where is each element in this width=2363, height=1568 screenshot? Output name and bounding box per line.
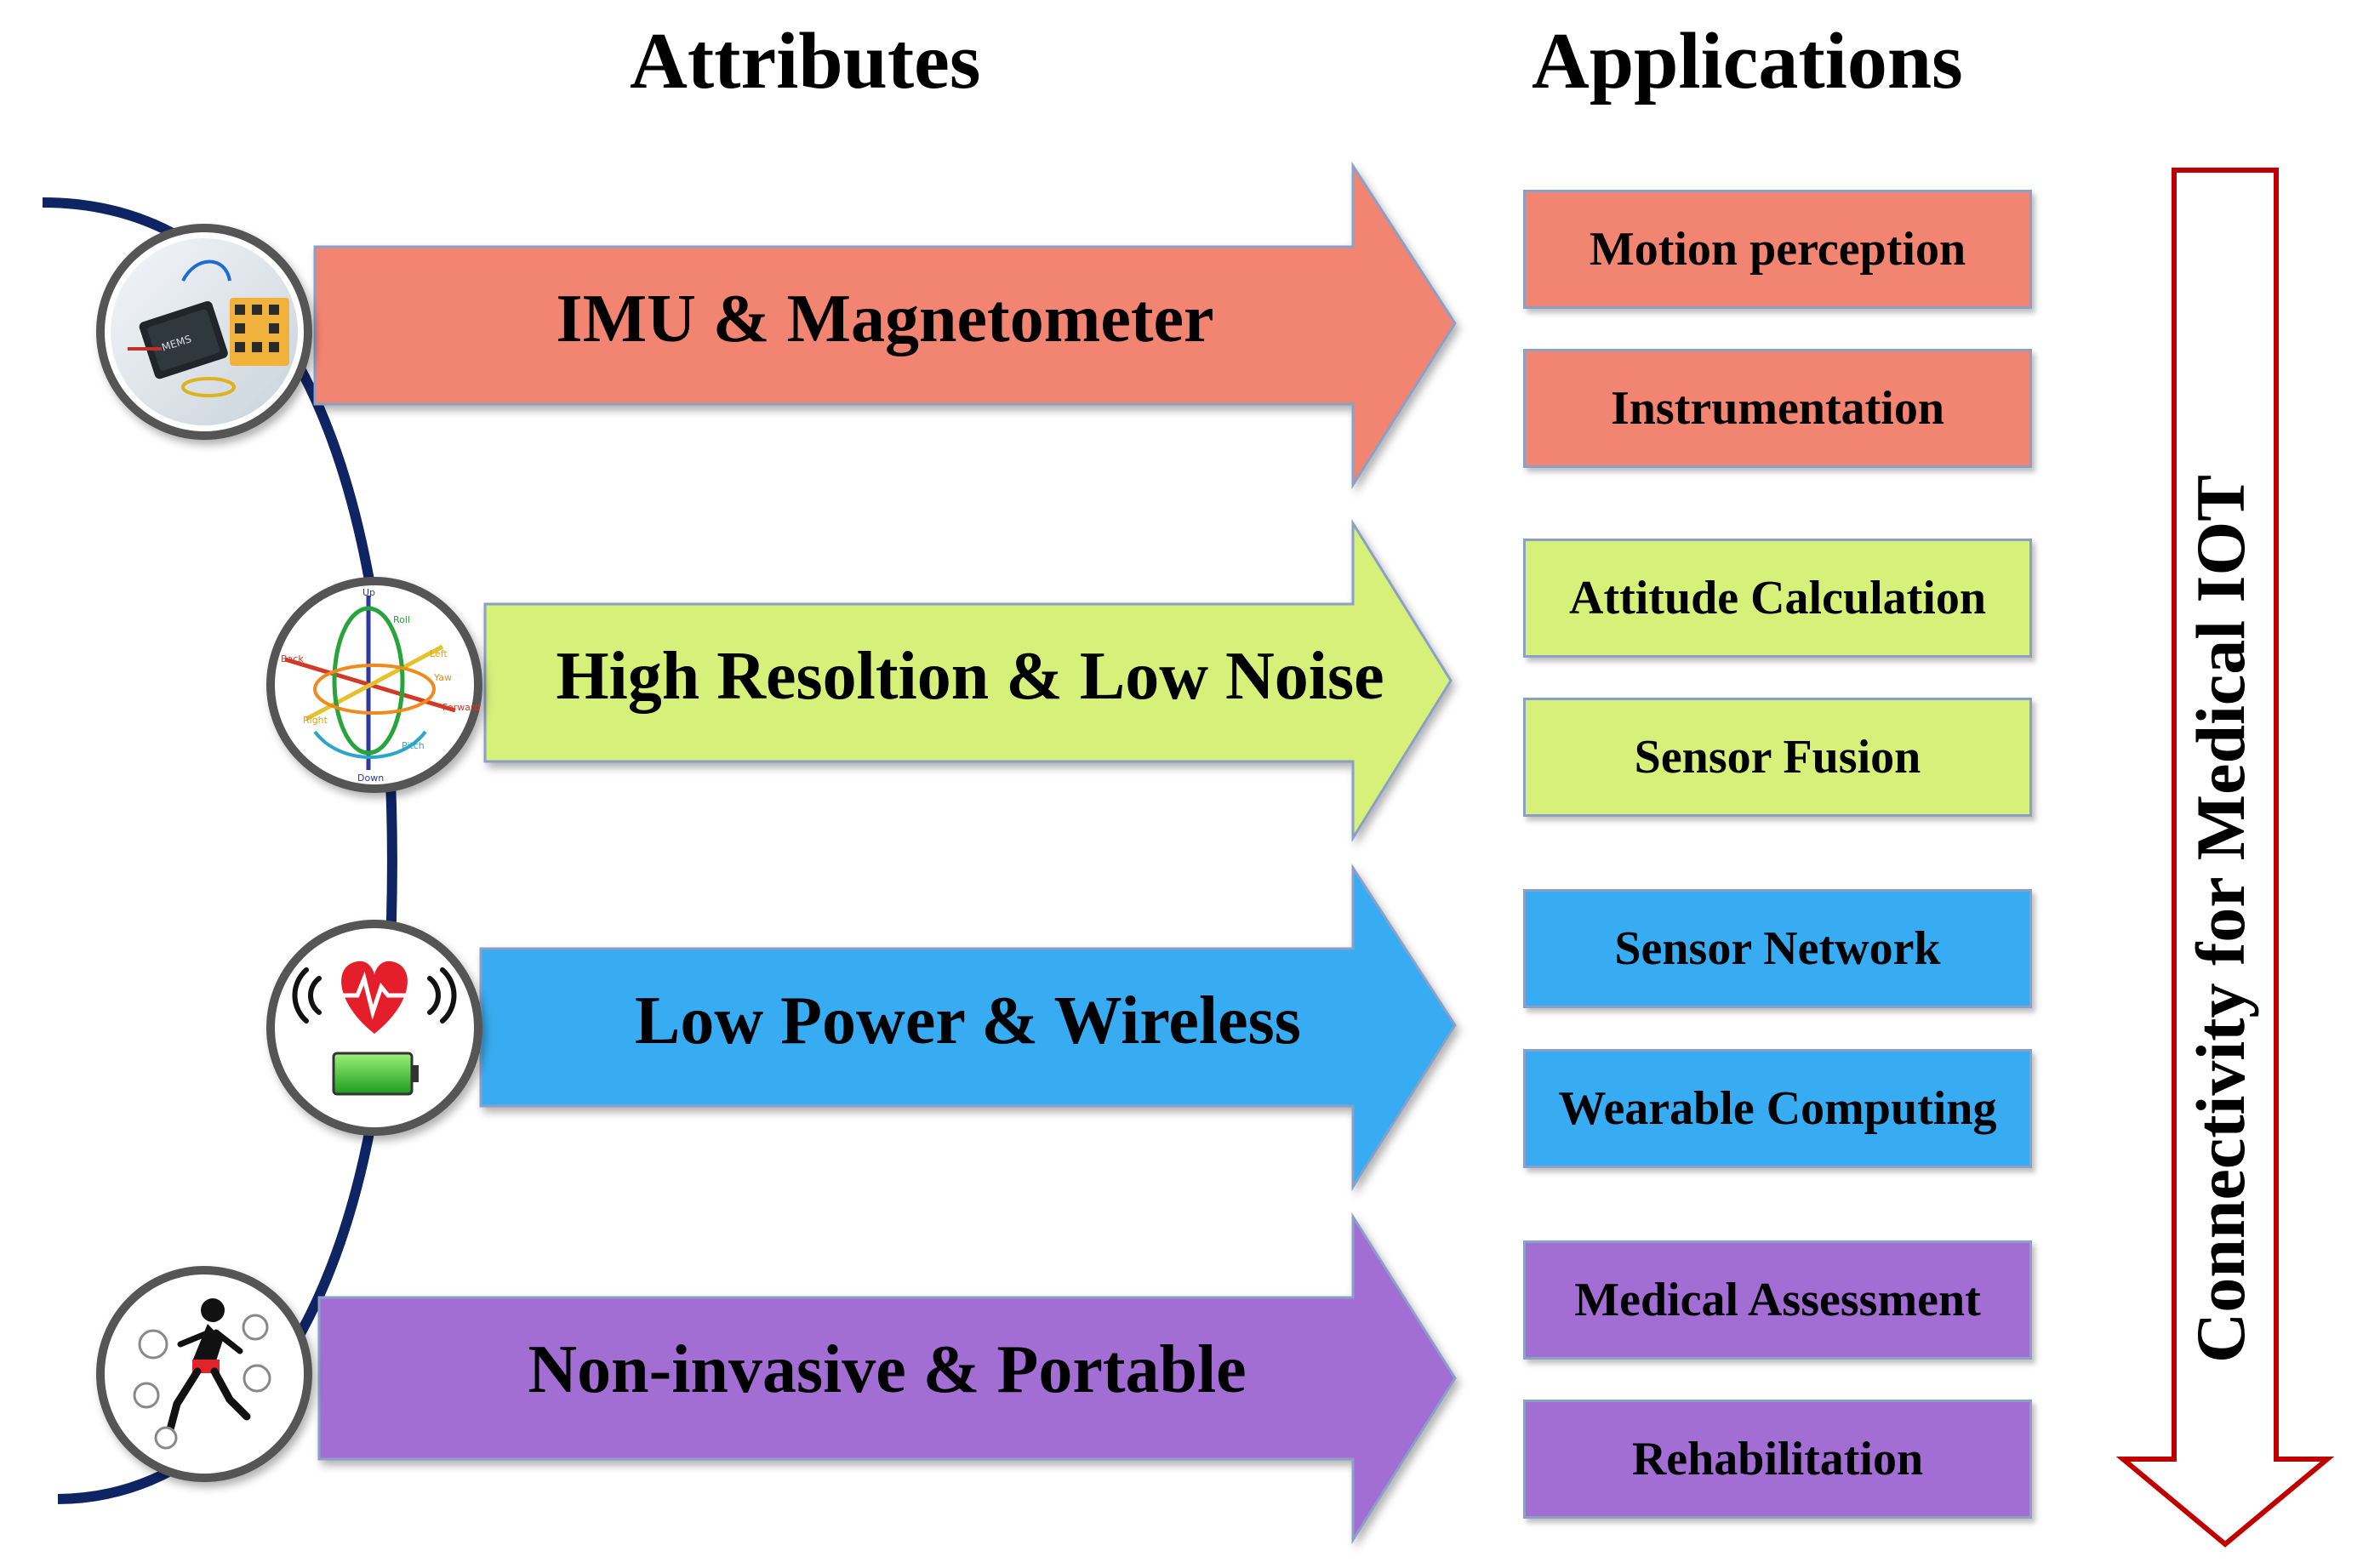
axis-label-down: Down [357, 773, 384, 784]
applications-heading: Applications [1532, 17, 1963, 105]
attribute-label-resolution: High Resoltion & Low Noise [556, 639, 1384, 714]
axis-label-left: Left [430, 648, 448, 659]
attributes-heading: Attributes [630, 17, 981, 105]
app-box-medical-assessment: Medical Assessment [1523, 1240, 2032, 1360]
app-box-attitude-calculation: Attitude Calculation [1523, 539, 2032, 658]
app-box-instrumentation: Instrumentation [1523, 349, 2032, 468]
heart-battery-icon [266, 920, 482, 1136]
app-box-wearable-computing: Wearable Computing [1523, 1049, 2032, 1168]
arrow-imu-magnetometer [313, 161, 1457, 490]
axis-label-pitch: Pitch [402, 740, 425, 751]
connectivity-arrow [2115, 168, 2335, 1548]
app-box-sensor-network: Sensor Network [1523, 889, 2032, 1008]
runner-wearables-icon [96, 1266, 312, 1482]
attribute-label-portable: Non-invasive & Portable [528, 1332, 1247, 1407]
arrow-low-power-wireless [479, 863, 1457, 1192]
axis-label-right: Right [303, 715, 328, 726]
attribute-label-imu: IMU & Magnetometer [556, 282, 1214, 356]
axis-label-forward: Forward [442, 702, 480, 713]
mems-chip-icon: MEMS [96, 224, 312, 440]
app-box-rehabilitation: Rehabilitation [1523, 1400, 2032, 1519]
app-box-sensor-fusion: Sensor Fusion [1523, 698, 2032, 817]
axis-label-back: Back [281, 653, 304, 664]
axis-label-yaw: Yaw [433, 672, 452, 683]
arrow-non-invasive-portable [317, 1212, 1457, 1545]
connectivity-label: Connectivity for Medical IOT [2182, 475, 2259, 1363]
app-box-motion-perception: Motion perception [1523, 190, 2032, 309]
axis-label-roll: Roll [393, 614, 410, 625]
arrow-high-resolution-low-noise [483, 518, 1453, 843]
axis-label-up: Up [362, 587, 375, 598]
attribute-label-power: Low Power & Wireless [635, 984, 1301, 1058]
orientation-axes-icon: Up Down Left Right Forward Back Roll Pit… [266, 577, 482, 793]
